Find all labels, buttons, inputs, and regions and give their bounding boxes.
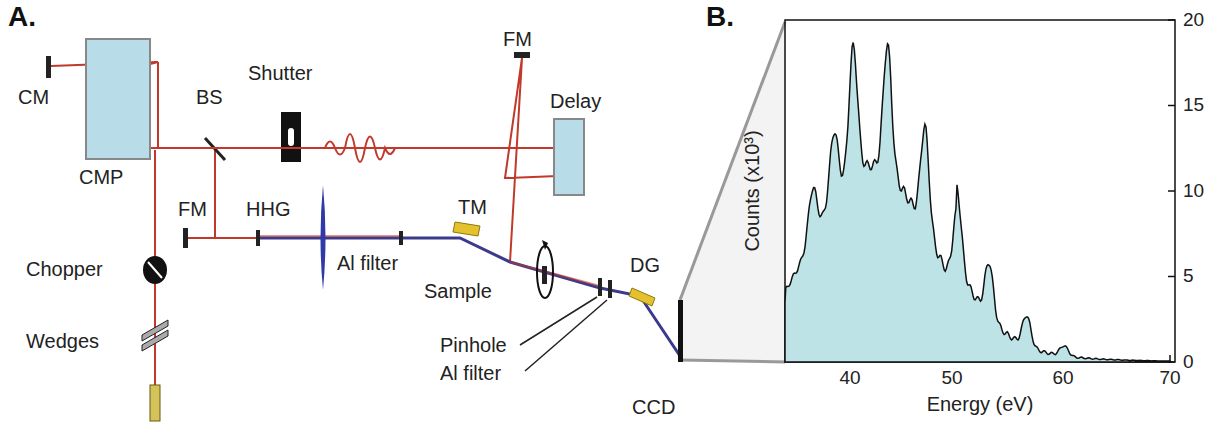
spectrum xyxy=(785,43,1171,363)
part-label: CCD xyxy=(632,396,675,418)
laser-beam xyxy=(151,147,553,149)
chart-frame xyxy=(785,20,1175,362)
zoom-line xyxy=(680,360,785,362)
zoom-band xyxy=(680,22,785,362)
box-label: CMP xyxy=(79,166,123,188)
part-label: CM xyxy=(18,86,49,108)
chopper xyxy=(143,256,167,284)
chopper-blade xyxy=(148,262,162,278)
cm-mirror xyxy=(46,56,51,78)
hhg-cell xyxy=(256,230,260,246)
zoom-line xyxy=(680,22,785,300)
part-label: Chopper xyxy=(26,258,103,280)
al-filter xyxy=(608,280,612,298)
pinhole xyxy=(598,278,602,296)
shutter xyxy=(281,112,301,162)
axis-title: Counts (x10³) xyxy=(741,130,763,251)
leader-line xyxy=(520,297,597,345)
tick-label: 50 xyxy=(941,368,962,389)
driving-beam xyxy=(258,235,400,237)
al-filter xyxy=(399,231,403,245)
pump-beam xyxy=(510,262,600,286)
xuv-spark xyxy=(321,185,326,290)
tick-label: 5 xyxy=(1183,266,1194,287)
tick-label: 60 xyxy=(1052,368,1073,389)
panel-letter: B. xyxy=(706,2,734,33)
tick-label: 20 xyxy=(1183,10,1204,31)
part-label: Al filter xyxy=(440,362,501,384)
part-label: HHG xyxy=(246,198,290,220)
tick-label: 15 xyxy=(1183,95,1204,116)
shutter-opening xyxy=(288,128,294,146)
part-label: TM xyxy=(458,196,487,218)
part-label: Wedges xyxy=(26,330,99,352)
focusing-mirror xyxy=(183,228,188,248)
part-label: BS xyxy=(196,86,223,108)
panel-letter: A. xyxy=(8,2,36,33)
focusing-mirror xyxy=(514,52,530,58)
laser-source xyxy=(150,385,160,421)
tick-label: 40 xyxy=(839,368,860,389)
optic-box: CMP xyxy=(85,38,151,160)
optic-box: Delay xyxy=(553,118,585,196)
part-label: DG xyxy=(630,254,660,276)
wedge xyxy=(142,330,168,351)
part-label: FM xyxy=(178,198,207,220)
part-label: Shutter xyxy=(248,62,312,84)
part-label: Pinhole xyxy=(440,334,507,356)
part-label: Sample xyxy=(422,280,494,302)
tick-label: 0 xyxy=(1183,352,1194,373)
rotation-arrowhead xyxy=(542,240,548,250)
box-label: Delay xyxy=(550,90,601,112)
part-label: FM xyxy=(503,28,532,50)
axis-title: Energy (eV) xyxy=(927,393,1034,415)
tick-label: 70 xyxy=(1159,368,1180,389)
diffraction-grating xyxy=(629,288,655,306)
ccd xyxy=(678,300,683,362)
rotation-arrow xyxy=(537,246,553,298)
toroidal-mirror xyxy=(453,222,480,236)
part-label: Al filter xyxy=(335,252,400,274)
sample xyxy=(542,266,547,284)
leader-line xyxy=(525,300,607,371)
tick-label: 10 xyxy=(1183,181,1204,202)
